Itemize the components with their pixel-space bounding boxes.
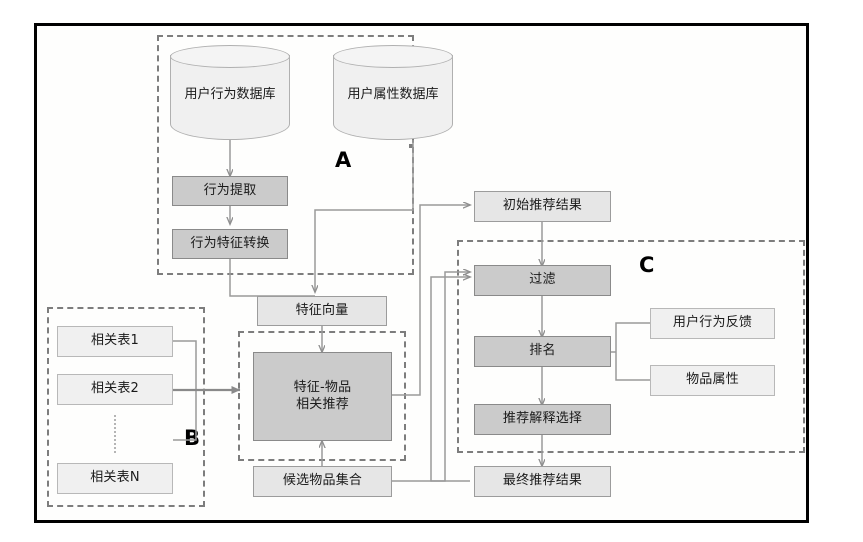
node-feature-vector: 特征向量 (257, 296, 387, 326)
group-region-b (47, 307, 205, 507)
node-user-behavior-feedback: 用户行为反馈 (650, 308, 775, 339)
ellipsis-dots (114, 415, 118, 453)
node-relation-table-n: 相关表N (57, 463, 173, 494)
node-relation-table-1: 相关表1 (57, 326, 173, 357)
node-user-behavior-db: 用户行为数据库 (170, 45, 290, 140)
node-user-profile-db: 用户属性数据库 (333, 45, 453, 140)
node-relation-table-2: 相关表2 (57, 374, 173, 405)
node-ranking: 排名 (474, 336, 611, 367)
node-filter: 过滤 (474, 265, 611, 296)
cylinder-top (170, 45, 290, 68)
cylinder-body (333, 55, 453, 140)
group-label-a: A (335, 148, 352, 172)
node-label: 用户属性数据库 (347, 87, 439, 102)
group-label-c: C (639, 253, 655, 277)
node-item-attribute: 物品属性 (650, 365, 775, 396)
node-final-recommend-result: 最终推荐结果 (474, 466, 611, 497)
node-label: 用户行为数据库 (184, 87, 276, 102)
node-candidate-item-set: 候选物品集合 (253, 466, 392, 497)
node-behavior-extract: 行为提取 (172, 176, 288, 206)
node-recommend-explain-select: 推荐解释选择 (474, 404, 611, 435)
group-region-a-extension (409, 144, 413, 148)
node-behavior-feature-transform: 行为特征转换 (172, 229, 288, 259)
cylinder-body (170, 55, 290, 140)
node-label-line2: 相关推荐 (296, 396, 349, 412)
group-label-b: B (184, 426, 201, 450)
node-initial-recommend-result: 初始推荐结果 (474, 191, 611, 222)
node-label-line1: 特征-物品 (293, 380, 352, 396)
cylinder-top (333, 45, 453, 68)
node-feature-item-recommend: 特征-物品 相关推荐 (253, 352, 392, 441)
